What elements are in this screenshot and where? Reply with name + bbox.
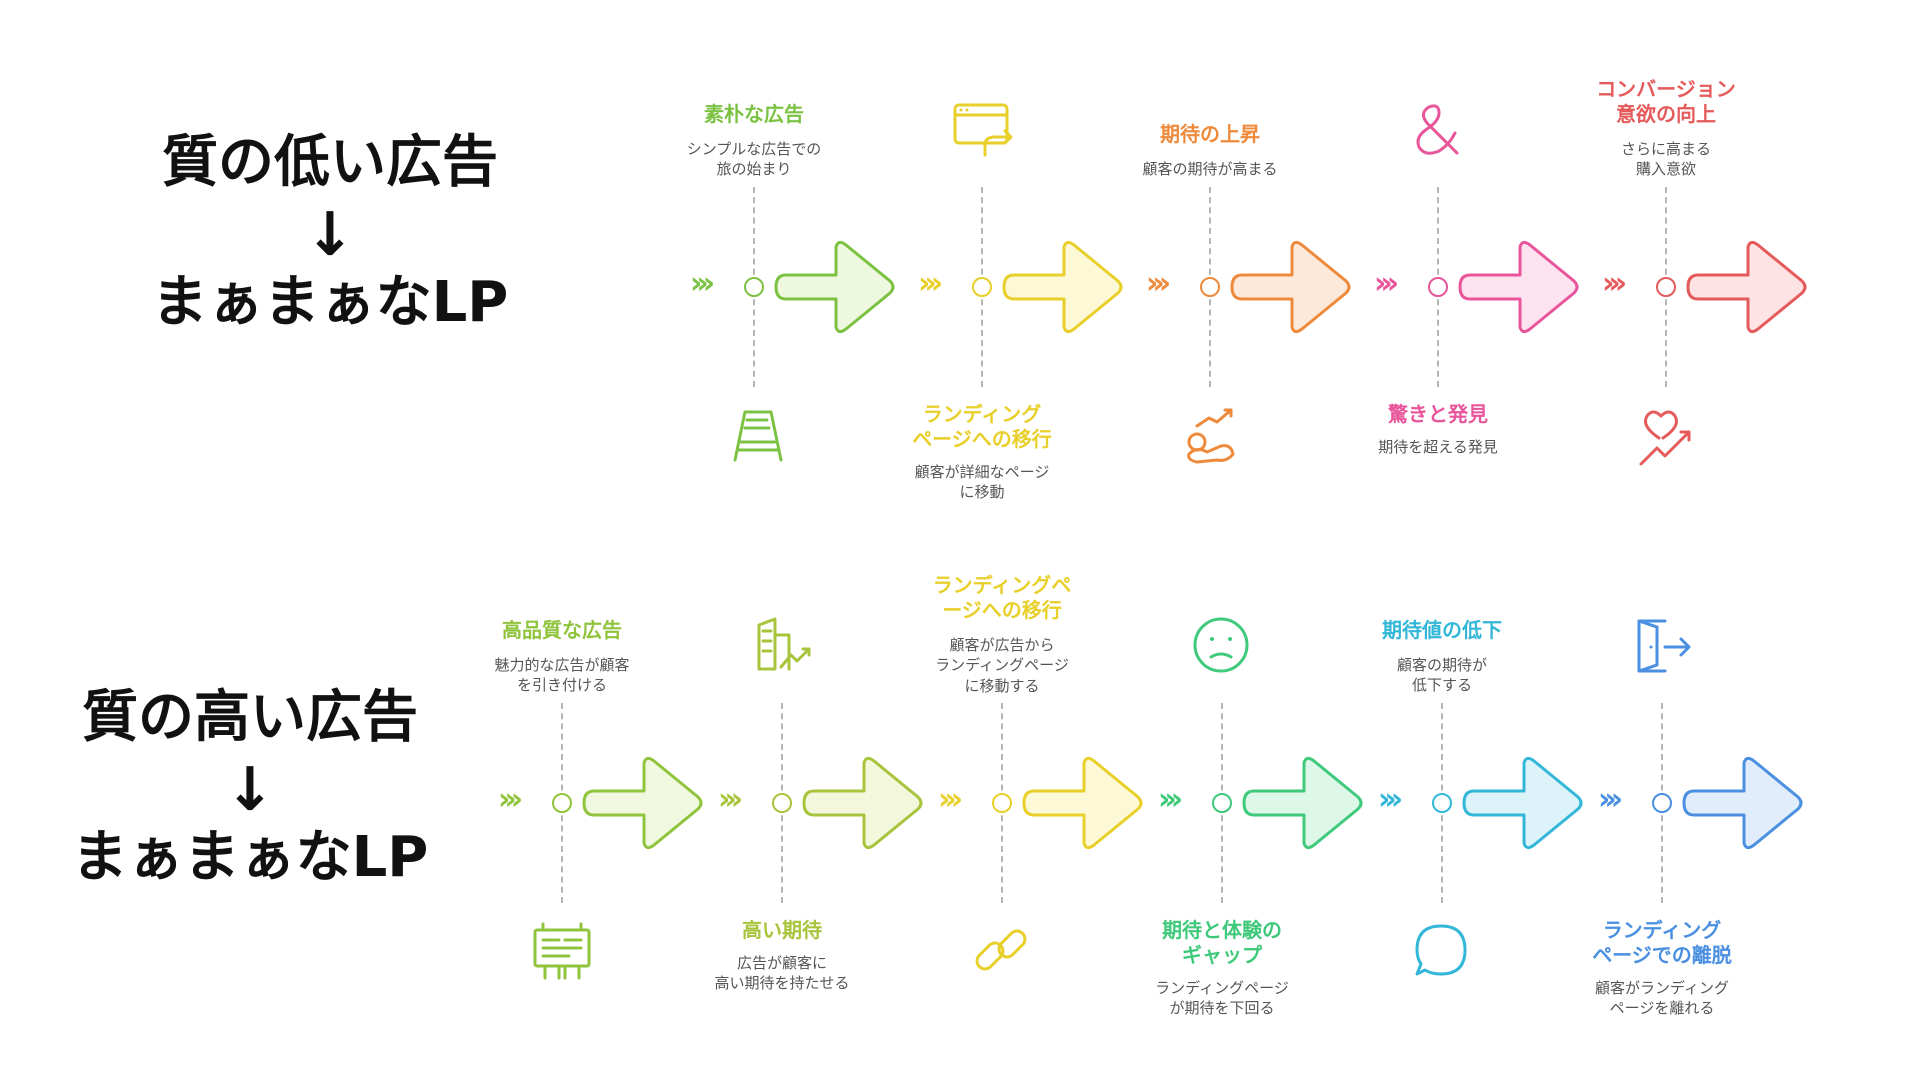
step-description: 顧客の期待が 低下する: [1396, 656, 1487, 695]
label-low-quality-line2: まぁまぁなLP: [151, 270, 509, 335]
chevron-arrows-icon: ›››: [718, 782, 743, 817]
sign-board-icon: [733, 410, 783, 462]
step-node: [744, 277, 764, 297]
down-arrow-icon: ↓: [304, 200, 356, 270]
step-node: [1212, 793, 1232, 813]
step-description: ランディングページ が期待を下回る: [1155, 979, 1289, 1018]
step-node: [972, 277, 992, 297]
step-title: 期待と体験の ギャップ: [1162, 918, 1282, 967]
step-description: 顧客が広告から ランディングページ に移動する: [935, 636, 1069, 695]
step-description: さらに高まる 購入意欲: [1620, 140, 1711, 179]
step-node: [1432, 793, 1452, 813]
flow-arrow-icon: [1230, 240, 1351, 334]
billboard-icon: [533, 922, 591, 980]
step-title: 驚きと発見: [1388, 402, 1488, 426]
step-node: [992, 793, 1012, 813]
flow-arrow-icon: [1002, 240, 1123, 334]
browser-window-icon: [953, 103, 1013, 157]
step-title: ランディング ページでの離脱: [1592, 918, 1732, 967]
heart-trend-icon: [1639, 410, 1691, 466]
step-node: [1428, 277, 1448, 297]
step-description: 顧客の期待が高まる: [1142, 160, 1278, 178]
chevron-arrows-icon: ›››: [1378, 782, 1403, 817]
step-description: 広告が顧客に 高い期待を持たせる: [714, 954, 850, 993]
chevron-arrows-icon: ›››: [1598, 782, 1623, 817]
label-high-quality-line1: 質の高い広告: [82, 685, 418, 750]
flow-arrow-icon: [582, 756, 703, 850]
link-icon: [975, 929, 1027, 971]
flow-arrow-icon: [774, 240, 895, 334]
step-title: 高い期待: [742, 918, 822, 942]
step-node: [1652, 793, 1672, 813]
flow-arrow-icon: [1458, 240, 1579, 334]
building-growth-icon: [757, 617, 811, 671]
flow-arrow-icon: [802, 756, 923, 850]
sad-face-icon: [1193, 617, 1249, 673]
flow-arrow-icon: [1682, 756, 1803, 850]
step-node: [552, 793, 572, 813]
exit-door-icon: [1637, 619, 1691, 673]
step-description: 顧客がランディング ページを離れる: [1595, 979, 1729, 1018]
step-description: シンプルな広告での 旅の始まり: [686, 140, 822, 179]
step-title: ランディング ページへの移行: [912, 402, 1052, 451]
step-node: [772, 793, 792, 813]
step-node: [1656, 277, 1676, 297]
step-node: [1200, 277, 1220, 297]
step-title: 素朴な広告: [704, 102, 804, 126]
step-description: 魅力的な広告が顧客 を引き付ける: [494, 656, 630, 695]
label-low-quality-line1: 質の低い広告: [162, 130, 498, 195]
step-title: 期待値の低下: [1382, 618, 1502, 642]
rising-chart-icon: [1187, 408, 1235, 464]
down-arrow-icon: ↓: [224, 755, 276, 825]
chevron-arrows-icon: ›››: [1158, 782, 1183, 817]
step-description: 期待を超える発見: [1378, 438, 1498, 456]
label-high-quality: 質の高い広告 ↓ まぁまぁなLP: [40, 690, 460, 886]
flow-arrow-icon: [1462, 756, 1583, 850]
step-title: コンバージョン 意欲の向上: [1596, 77, 1736, 126]
flow-arrow-icon: [1242, 756, 1363, 850]
step-title: 期待の上昇: [1160, 122, 1260, 146]
speech-bubble-icon: [1415, 924, 1467, 976]
label-high-quality-line2: まぁまぁなLP: [71, 825, 429, 890]
chevron-arrows-icon: ›››: [498, 782, 523, 817]
step-title: 高品質な広告: [502, 618, 622, 642]
chevron-arrows-icon: ›››: [938, 782, 963, 817]
label-low-quality: 質の低い広告 ↓ まぁまぁなLP: [120, 135, 540, 331]
ampersand-icon: [1416, 104, 1459, 155]
step-description: 顧客が詳細なページ に移動: [914, 463, 1050, 502]
flow-arrow-icon: [1022, 756, 1143, 850]
step-title: ランディングペ ージへの移行: [932, 573, 1072, 622]
flow-arrow-icon: [1686, 240, 1807, 334]
